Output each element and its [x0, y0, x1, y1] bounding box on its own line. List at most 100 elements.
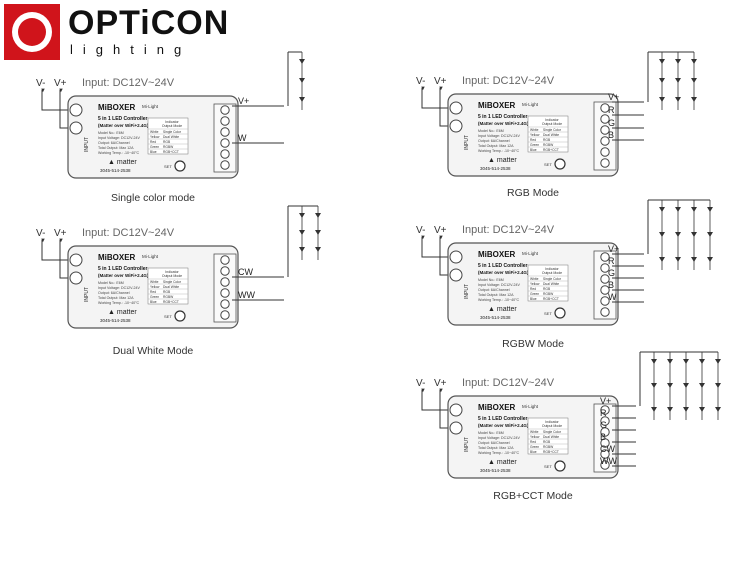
led-icon [299, 247, 305, 252]
controller-badge: Mi·Light [142, 254, 159, 259]
led-icon [691, 78, 697, 83]
power-input: V-V+Input: DC12V~24V▼▼ [36, 227, 175, 279]
terminal-icon [449, 268, 463, 282]
table-header: Output Mode [542, 122, 562, 126]
led-icon [699, 407, 705, 412]
table-cell: RGB+CCT [163, 300, 179, 304]
v-plus-label: V+ [434, 378, 447, 389]
spec-line: Input Voltage: DC12V-24V [478, 283, 521, 287]
outputs-rgbw: V+RGBW [608, 199, 713, 303]
svg-text:▼: ▼ [438, 388, 444, 394]
controller-brand: MiBOXER [98, 253, 136, 262]
v-minus-label: V- [416, 225, 425, 236]
input-label: INPUT [84, 137, 90, 152]
set-label: SET [164, 164, 172, 169]
spec-line: Working Temp.: -10~40°C [478, 451, 520, 455]
table-cell: Red [530, 287, 536, 291]
set-button [554, 460, 566, 472]
controller-badge: Mi·Light [142, 104, 159, 109]
terminal-icon [220, 299, 230, 309]
led-icon [715, 383, 721, 388]
table-cell: Dual White [543, 282, 559, 286]
mode-caption-rgbcct: RGB+CCT Mode [493, 490, 573, 502]
spec-line: Model No.: E6M [478, 129, 504, 133]
led-icon [659, 232, 665, 237]
table-cell: RGBW [543, 445, 554, 449]
terminal-icon [449, 101, 463, 115]
mode-caption-single: Single color mode [111, 192, 195, 204]
led-icon [651, 359, 657, 364]
svg-text:▼: ▼ [420, 388, 426, 394]
table-cell: White [530, 128, 539, 132]
table-cell: Blue [150, 300, 157, 304]
led-icon [299, 230, 305, 235]
terminal-icon [600, 114, 610, 124]
v-plus-label: V+ [434, 225, 447, 236]
controller-subtitle: (Matter over WiFi+2.4G) [478, 270, 529, 275]
table-cell: Dual White [543, 435, 559, 439]
led-icon [715, 359, 721, 364]
led-icon [683, 407, 689, 412]
led-icon [315, 230, 321, 235]
table-header: Indicator [545, 420, 559, 424]
controller-brand: MiBOXER [478, 250, 516, 259]
terminal-icon [220, 127, 230, 137]
controller-code: 3045-514-2538 [100, 318, 131, 323]
spec-line: Input Voltage: DC12V-24V [98, 286, 141, 290]
output-label: WW [600, 456, 617, 466]
led-icon [667, 383, 673, 388]
table-cell: White [530, 430, 539, 434]
spec-line: Output: 6A/Channel [478, 441, 510, 445]
terminal-icon [600, 416, 610, 426]
table-cell: Blue [150, 150, 157, 154]
table-cell: Red [150, 290, 156, 294]
input-voltage-label: Input: DC12V~24V [82, 227, 175, 239]
output-label: B [600, 432, 606, 442]
led-icon [691, 97, 697, 102]
terminal-icon [600, 460, 610, 470]
table-cell: White [150, 280, 159, 284]
terminal-icon [220, 266, 230, 276]
led-icon [699, 359, 705, 364]
v-minus-label: V- [36, 78, 45, 89]
v-minus-label: V- [416, 378, 425, 389]
terminal-icon [600, 438, 610, 448]
controller-brand: MiBOXER [478, 101, 516, 110]
spec-line: Input Voltage: DC12V-24V [478, 134, 521, 138]
terminal-icon [220, 149, 230, 159]
table-header: Output Mode [542, 424, 562, 428]
input-label: INPUT [464, 284, 470, 299]
table-cell: White [150, 130, 159, 134]
v-plus-label: V+ [54, 78, 67, 89]
spec-line: Model No.: E6M [98, 131, 124, 135]
spec-line: Total Output: Max 12A [478, 293, 514, 297]
terminal-icon [69, 253, 83, 267]
controller-code: 3045-514-2538 [480, 315, 511, 320]
controller-title: 5 in 1 LED Controller [478, 114, 528, 120]
brand-logo-icon [4, 4, 60, 60]
led-icon [315, 213, 321, 218]
terminal-icon [220, 160, 230, 170]
table-cell: Single Color [543, 430, 562, 434]
table-cell: Yellow [530, 133, 540, 137]
controller-title: 5 in 1 LED Controller [478, 416, 528, 422]
terminal-icon [600, 427, 610, 437]
spec-line: Working Temp.: -10~40°C [478, 298, 520, 302]
controller-badge: Mi·Light [522, 251, 539, 256]
output-label: W [238, 133, 247, 143]
input-voltage-label: Input: DC12V~24V [462, 75, 555, 87]
spec-line: Total Output: Max 12A [98, 296, 134, 300]
spec-line: Output: 6A/Channel [478, 139, 510, 143]
output-label: R [608, 105, 615, 115]
svg-text:▼: ▼ [438, 86, 444, 92]
led-icon [707, 257, 713, 262]
controller-title: 5 in 1 LED Controller [478, 263, 528, 269]
table-header: Output Mode [162, 124, 182, 128]
set-label: SET [164, 314, 172, 319]
table-cell: RGB+CCT [543, 297, 559, 301]
controller-code: 3045-514-2538 [480, 468, 511, 473]
terminal-icon [600, 274, 610, 284]
table-cell: RGBW [163, 295, 174, 299]
